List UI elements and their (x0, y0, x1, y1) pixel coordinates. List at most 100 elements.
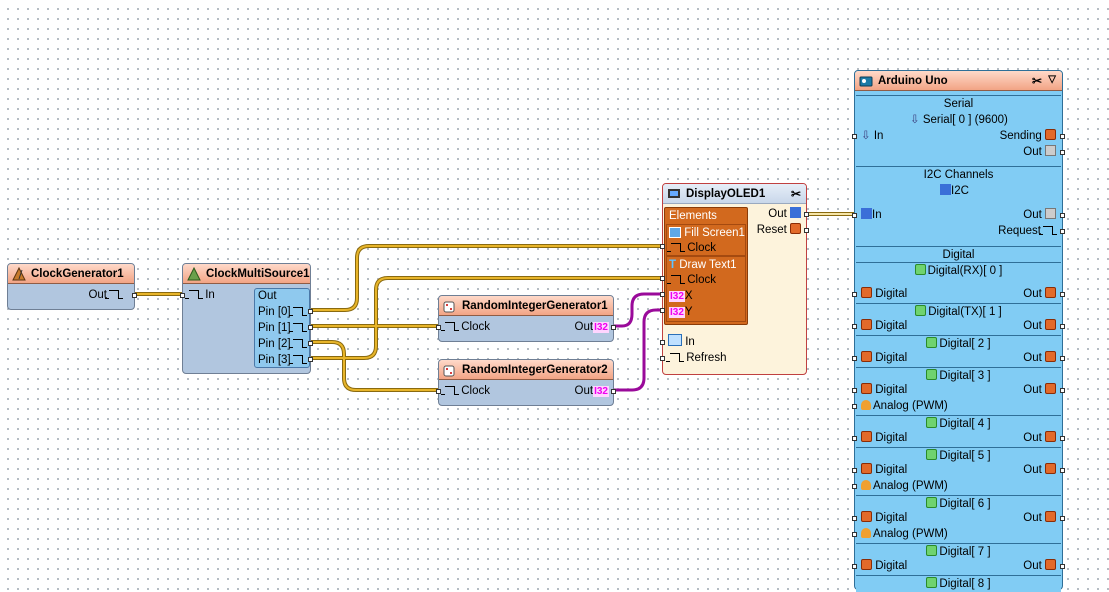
clock-multisource-title: ClockMultiSource1 (206, 267, 310, 280)
digital-pin-icon (861, 351, 872, 362)
digital1-out-pin[interactable] (1060, 324, 1065, 329)
digital7-in-pin[interactable] (852, 564, 857, 569)
oled-refresh-label: Refresh (686, 352, 727, 364)
rng1-out: OutI32 (575, 319, 609, 335)
pin2-connector[interactable] (308, 341, 313, 346)
digital3-out: Out (1023, 382, 1056, 398)
draw-text-element[interactable]: T Draw Text1 Clock I32X I32Y (666, 256, 746, 322)
fill-screen-element[interactable]: Fill Screen1 Clock (666, 224, 746, 256)
serial-section-title: Serial (856, 95, 1061, 112)
draw-clock-pin[interactable] (660, 276, 665, 281)
display-oled-title: DisplayOLED1 (686, 187, 766, 200)
rng1-header[interactable]: RandomIntegerGenerator1 (439, 296, 613, 316)
serial-sending-label: Sending (999, 130, 1042, 142)
digital6-out-label: Out (1023, 512, 1042, 524)
rng2-header[interactable]: RandomIntegerGenerator2 (439, 360, 613, 380)
digital1-in-pin[interactable] (852, 324, 857, 329)
clock-generator-out: Out (88, 287, 123, 303)
digital3-pwm-pin[interactable] (852, 404, 857, 409)
oled-out-pin[interactable] (804, 212, 809, 217)
clock-multisource-component[interactable]: ClockMultiSource1 In Out Pin [0] Pin [1]… (180, 263, 313, 374)
digital5-out: Out (1023, 462, 1056, 478)
digital5-in-pin[interactable] (852, 468, 857, 473)
digital4-label: Digital[ 4 ] (939, 418, 991, 430)
digital4-in-pin[interactable] (852, 436, 857, 441)
fill-screen-row: Fill Screen1 (669, 225, 745, 241)
pin2-label: Pin [2] (258, 338, 291, 350)
digital7-out: Out (1023, 558, 1056, 574)
arduino-uno-component[interactable]: Arduino Uno ✂ ▽ Serial ⇩ Serial[ 0 ] (96… (852, 70, 1065, 592)
oled-out: Out (768, 206, 801, 222)
digital3-out-pin[interactable] (1060, 388, 1065, 393)
clock-generator-out-pin[interactable] (132, 293, 137, 298)
chevron-down-icon[interactable]: ▽ (1048, 74, 1056, 85)
digital6-in-pin[interactable] (852, 516, 857, 521)
arduino-header[interactable]: Arduino Uno ✂ ▽ (855, 71, 1062, 91)
pin0-connector[interactable] (308, 309, 313, 314)
pin1-label: Pin [1] (258, 322, 291, 334)
digital-pin-icon (861, 287, 872, 298)
random-integer-generator-1[interactable]: RandomIntegerGenerator1 Clock OutI32 (436, 295, 616, 342)
digital3-in: Digital (861, 382, 907, 398)
digital2-in-pin[interactable] (852, 356, 857, 361)
i2c-out-pin[interactable] (1060, 213, 1065, 218)
digital-pin-icon (861, 383, 872, 394)
display-oled-header[interactable]: DisplayOLED1 ✂ (663, 184, 806, 204)
fill-clock-pin[interactable] (660, 244, 665, 249)
y-pin[interactable] (660, 308, 665, 313)
dice-icon (443, 299, 457, 313)
digital0-in-pin[interactable] (852, 292, 857, 297)
rng2-clock-pin[interactable] (436, 389, 441, 394)
rng1-clock-pin[interactable] (436, 325, 441, 330)
i2c-connector-icon (790, 207, 801, 218)
digital3-in-pin[interactable] (852, 388, 857, 393)
clock-generator-component[interactable]: ClockGenerator1 Out (7, 263, 137, 310)
pin1-connector[interactable] (308, 325, 313, 330)
oled-refresh-pin[interactable] (660, 356, 665, 361)
fill-icon (669, 227, 681, 238)
i2c-in-label: In (872, 209, 882, 221)
digital2-out-pin[interactable] (1060, 356, 1065, 361)
rng2-out-pin[interactable] (611, 389, 616, 394)
i2c-request-pin[interactable] (1060, 229, 1065, 234)
serial-out-pin[interactable] (1060, 150, 1065, 155)
digital-pin-icon (1045, 129, 1056, 140)
clock-multisource-in: In (185, 287, 215, 303)
tools-icon[interactable]: ✂ (1031, 74, 1042, 88)
digital6-out-pin[interactable] (1060, 516, 1065, 521)
random-integer-generator-2[interactable]: RandomIntegerGenerator2 Clock OutI32 (436, 359, 616, 406)
serial-in-pin[interactable] (852, 134, 857, 139)
digital-pin-icon (1045, 351, 1056, 362)
oled-in-pin[interactable] (660, 340, 665, 345)
clock-multisource-header[interactable]: ClockMultiSource1 (183, 264, 310, 284)
pin3-connector[interactable] (308, 357, 313, 362)
clock-generator-header[interactable]: ClockGenerator1 (8, 264, 134, 284)
digital6-pwm-pin[interactable] (852, 532, 857, 537)
i32-type-icon: I32 (593, 322, 609, 333)
clock-multisource-in-pin[interactable] (180, 293, 185, 298)
serial-in: ⇩ In (861, 128, 883, 144)
clock-signal-icon (288, 339, 307, 348)
digital7-in: Digital (861, 558, 907, 574)
digital0-out-pin[interactable] (1060, 292, 1065, 297)
digital7-out-pin[interactable] (1060, 564, 1065, 569)
rng1-clock-label: Clock (461, 321, 490, 333)
digital5-out-pin[interactable] (1060, 468, 1065, 473)
rng2-clock: Clock (441, 383, 490, 399)
oled-reset-pin[interactable] (804, 228, 809, 233)
display-oled-component[interactable]: DisplayOLED1 ✂ Elements Fill Screen1 Clo… (660, 183, 809, 375)
i2c-in-pin[interactable] (852, 213, 857, 218)
i2c-request: Request (998, 223, 1057, 239)
analog-pwm-icon (861, 528, 871, 538)
i2c-row: I2C (940, 183, 969, 199)
rng1-out-pin[interactable] (611, 325, 616, 330)
digital4-out-pin[interactable] (1060, 436, 1065, 441)
digital6-in-label: Digital (875, 512, 908, 524)
digital-pin-icon (861, 511, 872, 522)
i32-type-icon: I32 (669, 307, 685, 318)
digital5-pwm-pin[interactable] (852, 484, 857, 489)
serial-sending-pin[interactable] (1060, 134, 1065, 139)
tools-icon[interactable]: ✂ (790, 187, 801, 201)
x-pin[interactable] (660, 292, 665, 297)
fill-screen-clock: Clock (667, 240, 716, 256)
